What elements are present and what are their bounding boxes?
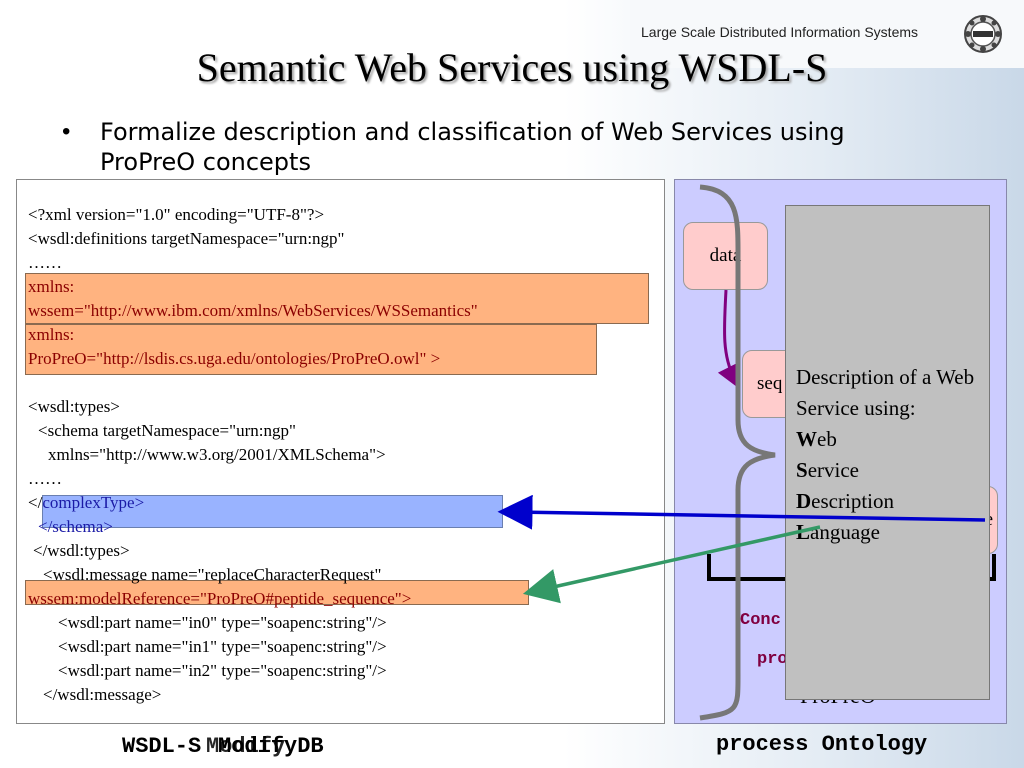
xml-line: ProPreO="http://lsdis.cs.uga.edu/ontolog… [28,349,441,368]
ontology-node-data: data [683,222,768,290]
acronym-rest: ervice [807,458,859,482]
modelreference-highlight [25,580,529,605]
complextype-highlight [42,495,503,528]
xml-line: <wsdl:types> [28,397,120,416]
xml-line: <wsdl:definitions targetNamespace="urn:n… [28,229,345,248]
slide-title: Semantic Web Services using WSDL-S [196,45,828,90]
green-arrow [522,525,821,604]
xml-line: <?xml version="1.0" encoding="UTF-8"?> [28,205,325,224]
acronym-letter: D [796,489,812,513]
xml-line: xmlns: [28,325,75,344]
wsdl-code-box [16,179,665,724]
concept-fragment: Conc [740,611,781,630]
description-line: Service [796,455,986,486]
xml-line: …… [28,469,62,488]
acronym-rest: anguage [810,520,880,544]
description-line: Description [796,486,986,517]
xml-line: </schema> [38,517,113,536]
lsdis-logo-icon [964,15,1002,53]
xml-line: wssem:modelReference="ProPreO#peptide_se… [28,589,412,608]
description-line: Description of a Web Service using: [796,365,975,420]
bullet-marker: • [62,118,71,145]
org-name: Large Scale Distributed Information Syst… [641,24,919,40]
bullet-text: Formalize description and classification… [100,118,845,176]
footer-right-label: process Ontology [716,732,928,757]
header-strip [630,0,1024,68]
xml-line: </wsdl:types> [33,541,130,560]
acronym-rest: escription [811,489,894,513]
description-box [785,205,990,700]
xml-line: </complexType> [28,491,144,515]
footer-text: Modify [206,734,286,759]
xml-line: xmlns="http://www.w3.org/2001/XMLSchema"… [48,445,386,464]
xml-line: xmlns: [28,277,75,296]
propreo-namespace-highlight [25,324,597,375]
xml-line: <wsdl:part name="in1" type="soapenc:stri… [58,637,387,656]
blue-arrow [497,494,986,530]
xml-line: wssem="http://www.ibm.com/xmlns/WebServi… [28,301,478,320]
xml-line: <schema targetNamespace="urn:ngp" [38,421,296,440]
curly-brace [699,184,776,721]
description-text: Description of a Web Service using: Web … [796,362,986,548]
xml-line: </wsdl:message> [43,685,162,704]
footer-text: WSDL-S [122,734,202,759]
xml-line: <wsdl:part name="in0" type="soapenc:stri… [58,613,387,632]
acronym-letter: W [796,427,817,451]
wssem-namespace-highlight [25,273,649,324]
xml-fragment: complexType> [42,493,145,512]
pro-fragment: pro [757,650,788,669]
description-line: Language [796,517,986,548]
xml-line: <wsdl:part name="in2" type="soapenc:stri… [58,661,387,680]
description-line: Web [796,424,986,455]
footer-text: ModifyDB [218,734,324,759]
xml-fragment: </ [28,493,43,512]
acronym-letter: S [796,458,808,482]
xml-line: <wsdl:message name="replaceCharacterRequ… [43,565,382,584]
xml-line: …… [28,253,62,272]
acronym-rest: eb [817,427,837,451]
